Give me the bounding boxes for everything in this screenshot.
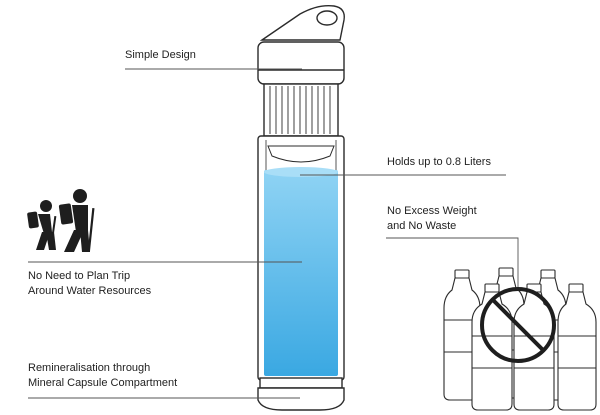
hikers-icon [27, 189, 95, 253]
mineral-capsule-compartment [257, 377, 345, 411]
callout-remineral-line2: Mineral Capsule Compartment [28, 377, 178, 389]
bottle-cap-loop [316, 10, 338, 26]
callout-remineral-line1: Remineralisation through [28, 362, 151, 374]
callout-no-need-line2: Around Water Resources [28, 285, 152, 297]
callout-no-excess: No Excess Weight and No Waste [387, 204, 477, 234]
crossed-plastic-bottles-icon [443, 267, 597, 411]
callout-no-need: No Need to Plan Trip Around Water Resour… [28, 269, 151, 299]
bottle-ribbed-grip [263, 83, 339, 137]
water-fill [264, 170, 338, 376]
prohibition-sign-icon [480, 287, 556, 363]
bottle-cap-collar [257, 41, 345, 85]
callout-no-need-line1: No Need to Plan Trip [28, 270, 131, 282]
plastic-bottle [557, 283, 597, 411]
callout-holds-up-to: Holds up to 0.8 Liters [387, 155, 491, 170]
bottle-filter-bowl [267, 145, 335, 163]
water-surface [264, 167, 338, 177]
callout-simple-design-text: Simple Design [125, 49, 196, 61]
callout-simple-design: Simple Design [125, 48, 196, 63]
callout-remineral: Remineralisation through Mineral Capsule… [28, 361, 177, 391]
leader-no-excess [386, 237, 519, 290]
bottle-grip-ribs [269, 86, 331, 134]
callout-holds-up-to-text: Holds up to 0.8 Liters [387, 156, 491, 168]
callout-no-excess-line1: No Excess Weight [387, 205, 477, 217]
callout-no-excess-line2: and No Waste [387, 220, 457, 232]
bottle-water [264, 167, 338, 376]
leader-lines [28, 68, 519, 399]
